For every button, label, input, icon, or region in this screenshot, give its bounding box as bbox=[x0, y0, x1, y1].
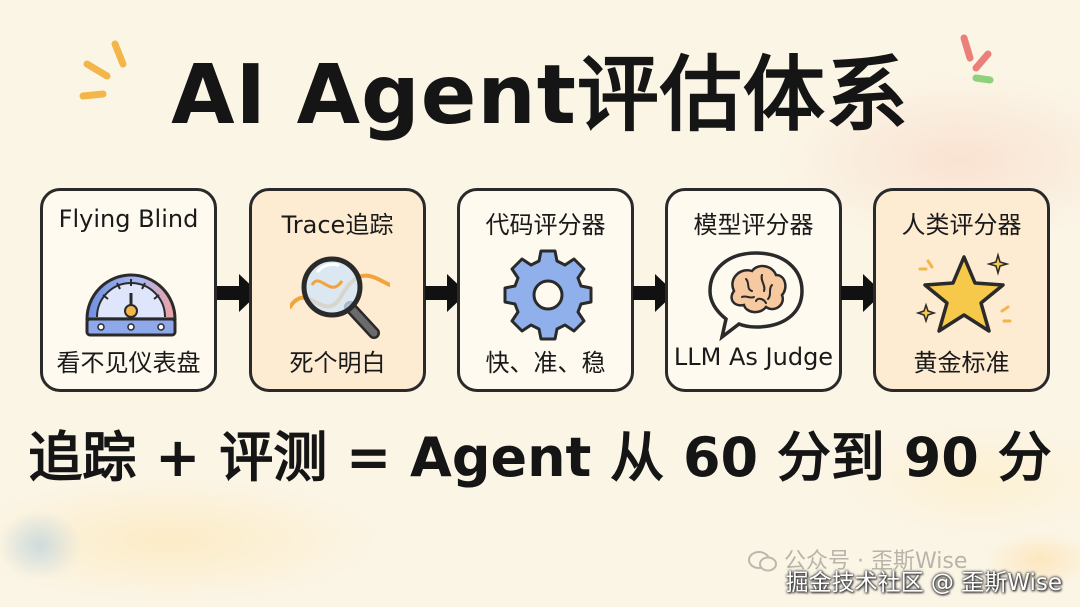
arrow-right-icon bbox=[633, 274, 675, 312]
card-caption: 死个明白 bbox=[289, 349, 386, 377]
brain-bubble-icon bbox=[708, 251, 804, 341]
arrow-right-icon bbox=[217, 274, 259, 312]
sparkle-left-icon bbox=[79, 40, 127, 100]
card-caption: LLM As Judge bbox=[673, 343, 834, 371]
magnifier-trace-icon bbox=[290, 256, 390, 339]
site-watermark: 掘金技术社区 @ 歪斯Wise bbox=[785, 570, 1062, 596]
card-title: Flying Blind bbox=[58, 205, 199, 233]
gear-icon bbox=[503, 249, 593, 341]
card-title: Trace追踪 bbox=[281, 211, 394, 239]
wechat-watermark: 公众号 · 歪斯Wise bbox=[748, 543, 967, 575]
wechat-icon bbox=[748, 551, 777, 572]
arrow-right-icon bbox=[841, 274, 883, 312]
card-caption: 快、准、稳 bbox=[485, 349, 606, 377]
card-trace: Trace追踪 死个明白 bbox=[249, 188, 426, 392]
tagline: 追踪 + 评测 = Agent 从 60 分到 90 分 bbox=[28, 426, 1052, 489]
sparkle-right-icon bbox=[960, 34, 994, 84]
card-caption: 看不见仪表盘 bbox=[56, 349, 201, 377]
card-caption: 黄金标准 bbox=[913, 349, 1010, 377]
card-title: 人类评分器 bbox=[901, 211, 1022, 239]
page-title: AI Agent评估体系 bbox=[171, 48, 909, 143]
arrow-right-icon bbox=[425, 274, 467, 312]
card-code-grader: 代码评分器 快、准、稳 bbox=[457, 188, 634, 392]
card-title: 代码评分器 bbox=[485, 211, 606, 239]
card-flying-blind: Flying Blind 看不见仪表盘 bbox=[40, 188, 217, 392]
dashboard-gauge-icon bbox=[85, 273, 177, 337]
star-icon bbox=[915, 252, 1012, 333]
card-model-grader: 模型评分器 LLM As Judge bbox=[665, 188, 842, 392]
wechat-watermark-text: 公众号 · 歪斯Wise bbox=[784, 549, 968, 574]
card-human-grader: 人类评分器 黄金标准 bbox=[873, 188, 1050, 392]
card-title: 模型评分器 bbox=[693, 211, 814, 239]
